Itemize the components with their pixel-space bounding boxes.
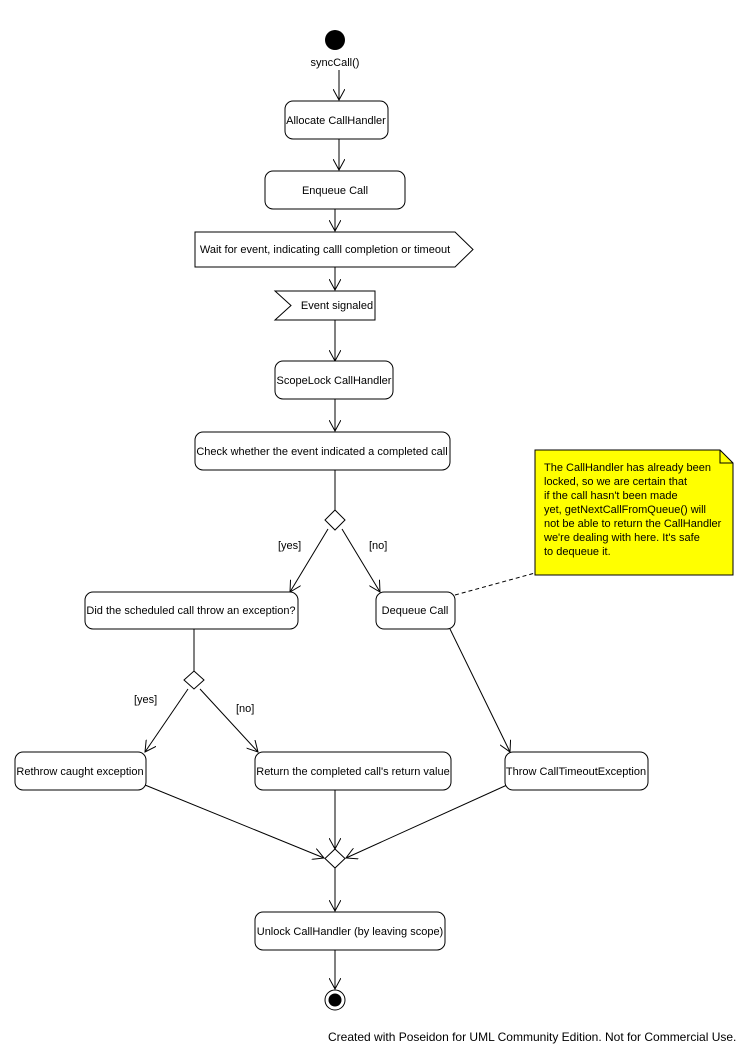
did-throw-label: Did the scheduled call throw an exceptio… [86,605,295,617]
edge-dequeue-timeout [449,628,510,752]
scopelock-label: ScopeLock CallHandler [277,375,392,387]
return-value-label: Return the completed call's return value [256,766,449,778]
rethrow-exception-action [14,751,147,791]
note-line: if the call hasn't been made [544,490,678,502]
wait-label: Wait for event, indicating calll complet… [200,244,450,256]
unlock-callhandler-action [254,911,446,951]
wait-for-event-signal [194,231,474,268]
note-line: to dequeue it. [544,546,611,558]
start-label: syncCall() [311,57,360,69]
note-fold [719,450,733,464]
footer-watermark: Created with Poseidon for UML Community … [328,1030,737,1044]
final-node-dot [328,993,342,1007]
decision-completed [324,509,346,531]
throw-timeout-label: Throw CallTimeoutException [506,766,646,778]
enqueue-call-action [264,170,406,210]
note-line: we're dealing with here. It's safe [543,532,700,544]
check-completed-call-action [194,431,451,471]
guard-yes-exception: [yes] [134,694,157,706]
note-line: not be able to return the CallHandler [544,518,722,530]
check-label: Check whether the event indicated a comp… [196,446,447,458]
did-call-throw-action [84,591,299,630]
edge-timeout-merge [346,784,508,858]
throw-timeout-action [504,751,649,791]
edge-decision-yes [290,528,329,592]
dequeue-call-action [375,591,456,630]
edge-rethrow-merge [144,784,324,858]
edge-decision2-yes [145,688,189,752]
allocate-callhandler-action [284,100,389,140]
enqueue-label: Enqueue Call [302,185,368,197]
dequeue-label: Dequeue Call [382,605,449,617]
rethrow-label: Rethrow caught exception [16,766,143,778]
return-value-action [254,751,452,791]
scopelock-callhandler-action [274,360,394,400]
merge-node [324,848,346,869]
note-line: The CallHandler has already been [544,462,711,474]
event-signaled-receive [273,290,376,321]
edge-decision-no [341,528,380,592]
note-connector [454,572,536,596]
initial-node [325,30,345,50]
guard-yes-completed: [yes] [278,540,301,552]
allocate-label: Allocate CallHandler [286,115,386,127]
edge-decision2-no [199,688,258,752]
note-text: The CallHandler has already been locked, … [543,462,722,558]
unlock-label: Unlock CallHandler (by leaving scope) [257,926,443,938]
decision-exception [183,670,205,690]
event-label: Event signaled [301,300,373,312]
guard-no-exception: [no] [236,703,254,715]
guard-no-completed: [no] [369,540,387,552]
note-line: locked, so we are certain that [544,476,687,488]
comment-note [534,449,734,576]
note-line: yet, getNextCallFromQueue() will [544,504,706,516]
edges [145,70,510,989]
